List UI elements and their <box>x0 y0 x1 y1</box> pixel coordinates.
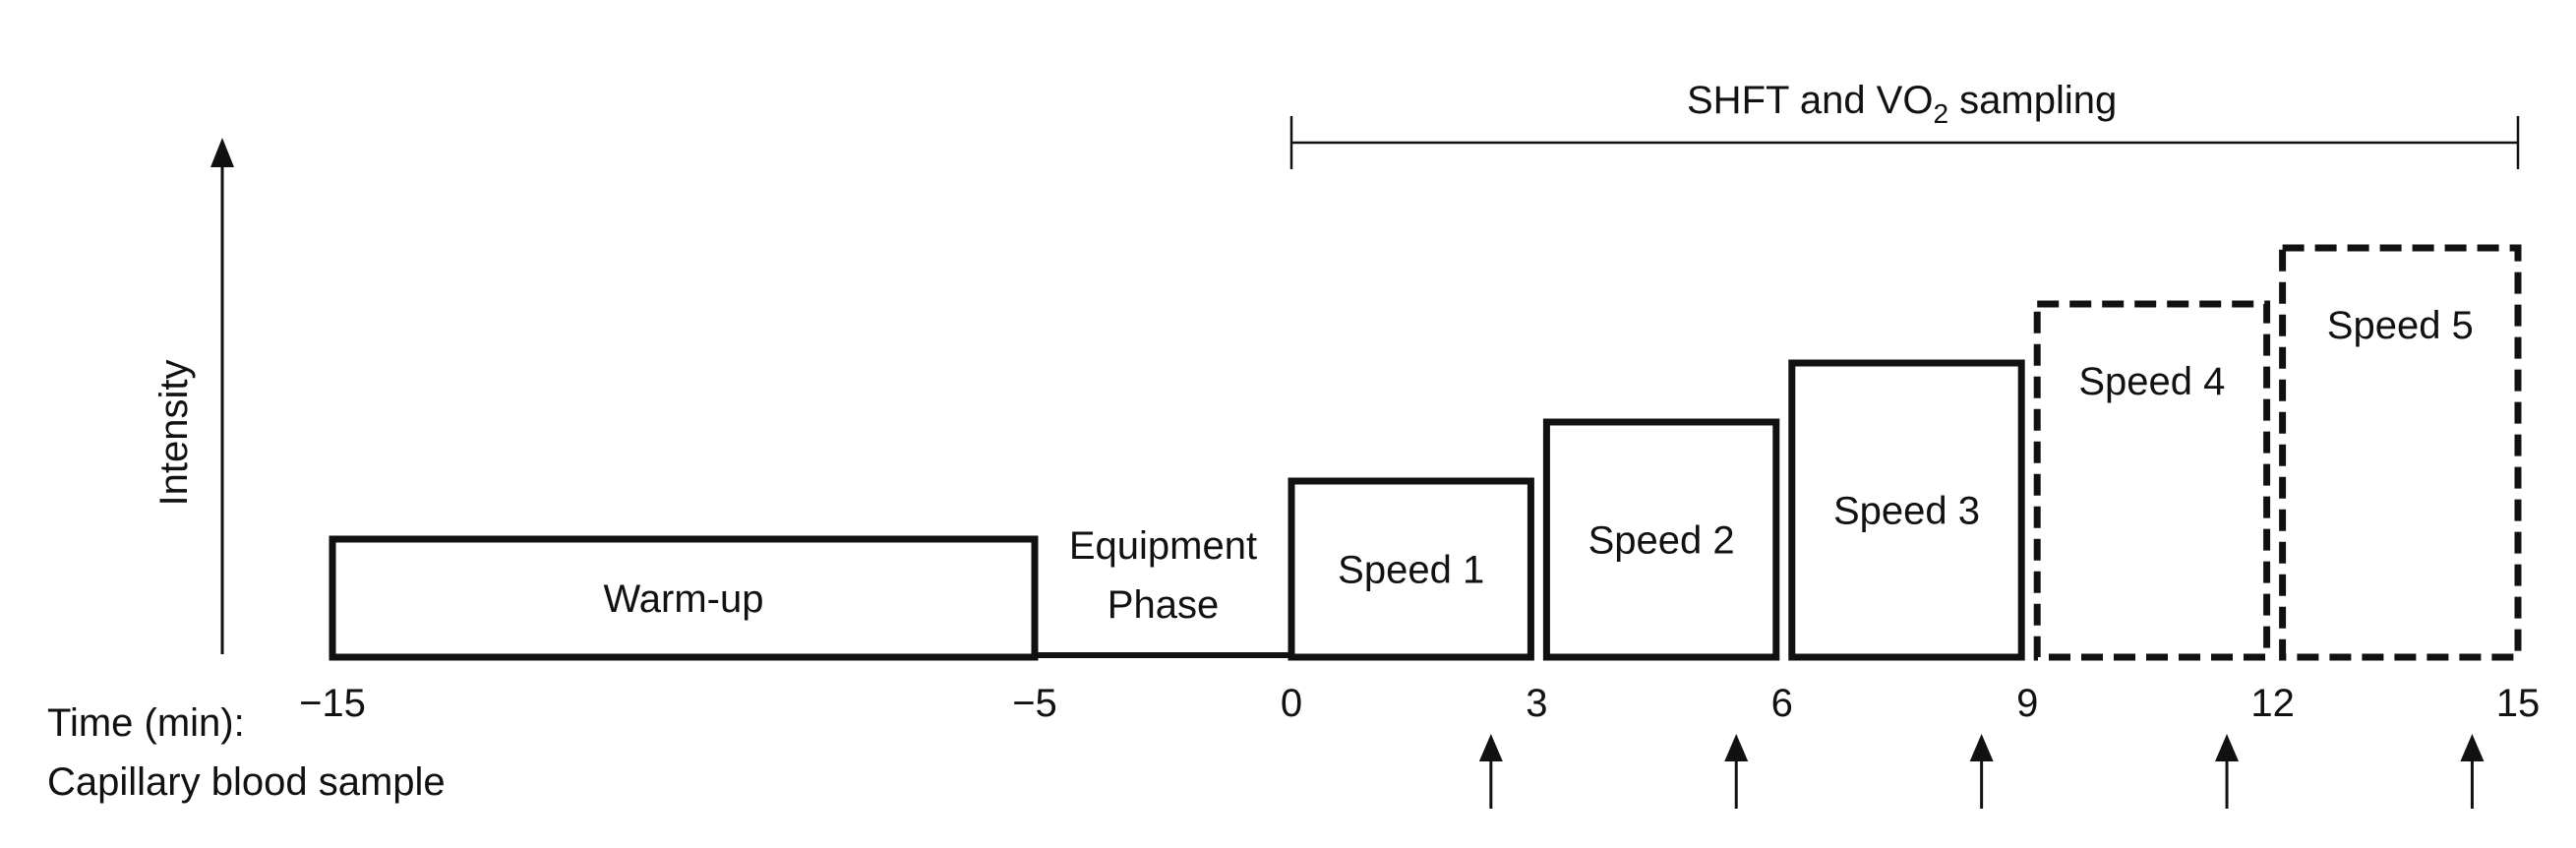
phase-label: Warm-up <box>604 577 764 621</box>
sampling-label: SHFT and VO2 sampling <box>1687 79 2117 129</box>
phase-label: Speed 4 <box>2078 360 2225 403</box>
time-tick-label: 15 <box>2496 682 2541 725</box>
intensity-arrow <box>210 138 234 654</box>
phase-box <box>2279 244 2522 661</box>
blood-sample-arrow <box>2215 734 2240 809</box>
blood-sample-arrow <box>1724 734 1749 809</box>
phase-box <box>329 535 1039 661</box>
blood-sample-arrow <box>1969 734 1994 809</box>
sampling-bracket <box>1289 116 2520 169</box>
blood-sample-label: Capillary blood sample <box>47 760 446 804</box>
time-tick-label: −15 <box>299 682 366 725</box>
phase-box <box>1288 477 1534 661</box>
phase-speed-2: Speed 2 <box>1542 418 1780 661</box>
time-tick-label: −5 <box>1012 682 1057 725</box>
blood-sample-arrow <box>2460 734 2485 809</box>
equipment-phase-label-line: Phase <box>1108 583 1219 627</box>
time-axis-label: Time (min): <box>47 701 245 745</box>
time-tick-label: 6 <box>1771 682 1793 725</box>
phase-warm-up: Warm-up <box>329 535 1039 661</box>
time-tick-label: 3 <box>1526 682 1547 725</box>
phase-label: Speed 2 <box>1588 519 1735 563</box>
time-tick-label: 12 <box>2250 682 2295 725</box>
time-ticks: −15 −5 0 3 6 9 12 15 <box>299 682 2540 725</box>
phase-label: Speed 1 <box>1338 549 1484 592</box>
phase-label: Speed 5 <box>2327 304 2474 347</box>
phase-speed-5: Speed 5 <box>2279 244 2522 661</box>
blood-sample-arrow <box>1478 734 1503 809</box>
time-tick-label: 0 <box>1281 682 1302 725</box>
time-tick-label: 9 <box>2016 682 2038 725</box>
phase-speed-4: Speed 4 <box>2033 300 2271 661</box>
phase-box <box>1542 418 1780 661</box>
phase-speed-3: Speed 3 <box>1788 359 2025 661</box>
phase-speed-1: Speed 1 <box>1288 477 1534 661</box>
phase-label: Speed 3 <box>1833 490 1980 533</box>
phase-box <box>1788 359 2025 661</box>
sampling-label-suffix: sampling <box>1948 79 2117 122</box>
equipment-phase-label-line: Equipment <box>1069 524 1257 568</box>
intensity-label: Intensity <box>152 360 196 507</box>
phase-box <box>2033 300 2271 661</box>
sampling-label-main: SHFT and VO <box>1687 79 1933 122</box>
blood-sample-arrows <box>1478 734 2485 809</box>
sampling-label-subscript: 2 <box>1933 98 1948 129</box>
